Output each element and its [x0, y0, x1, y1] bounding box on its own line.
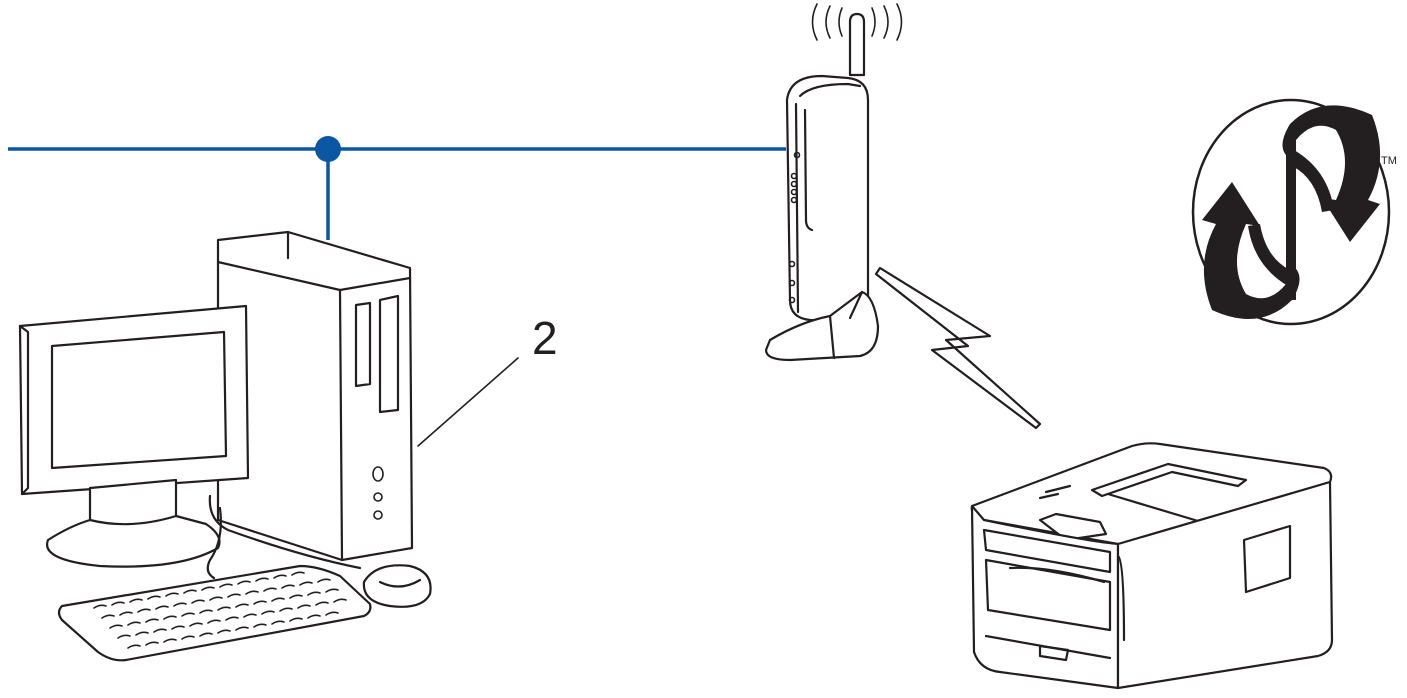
desktop-computer-icon: 2 — [18, 230, 558, 662]
laser-printer-icon — [970, 442, 1334, 690]
network-junction-dot — [315, 136, 341, 162]
computer-monitor — [18, 304, 250, 568]
wifi-protected-setup-logo-icon: TM — [1191, 98, 1397, 326]
callout-number: 2 — [532, 312, 558, 364]
computer-tower — [216, 230, 414, 562]
wireless-router-icon — [764, 3, 903, 362]
trademark-mark: TM — [1381, 155, 1397, 167]
radio-waves-icon — [811, 3, 903, 41]
wireless-signal-icon — [874, 266, 1042, 430]
callout-leader-line — [417, 357, 519, 447]
computer-mouse — [362, 564, 432, 608]
computer-keyboard — [57, 564, 372, 662]
wired-network-lines — [8, 136, 786, 240]
